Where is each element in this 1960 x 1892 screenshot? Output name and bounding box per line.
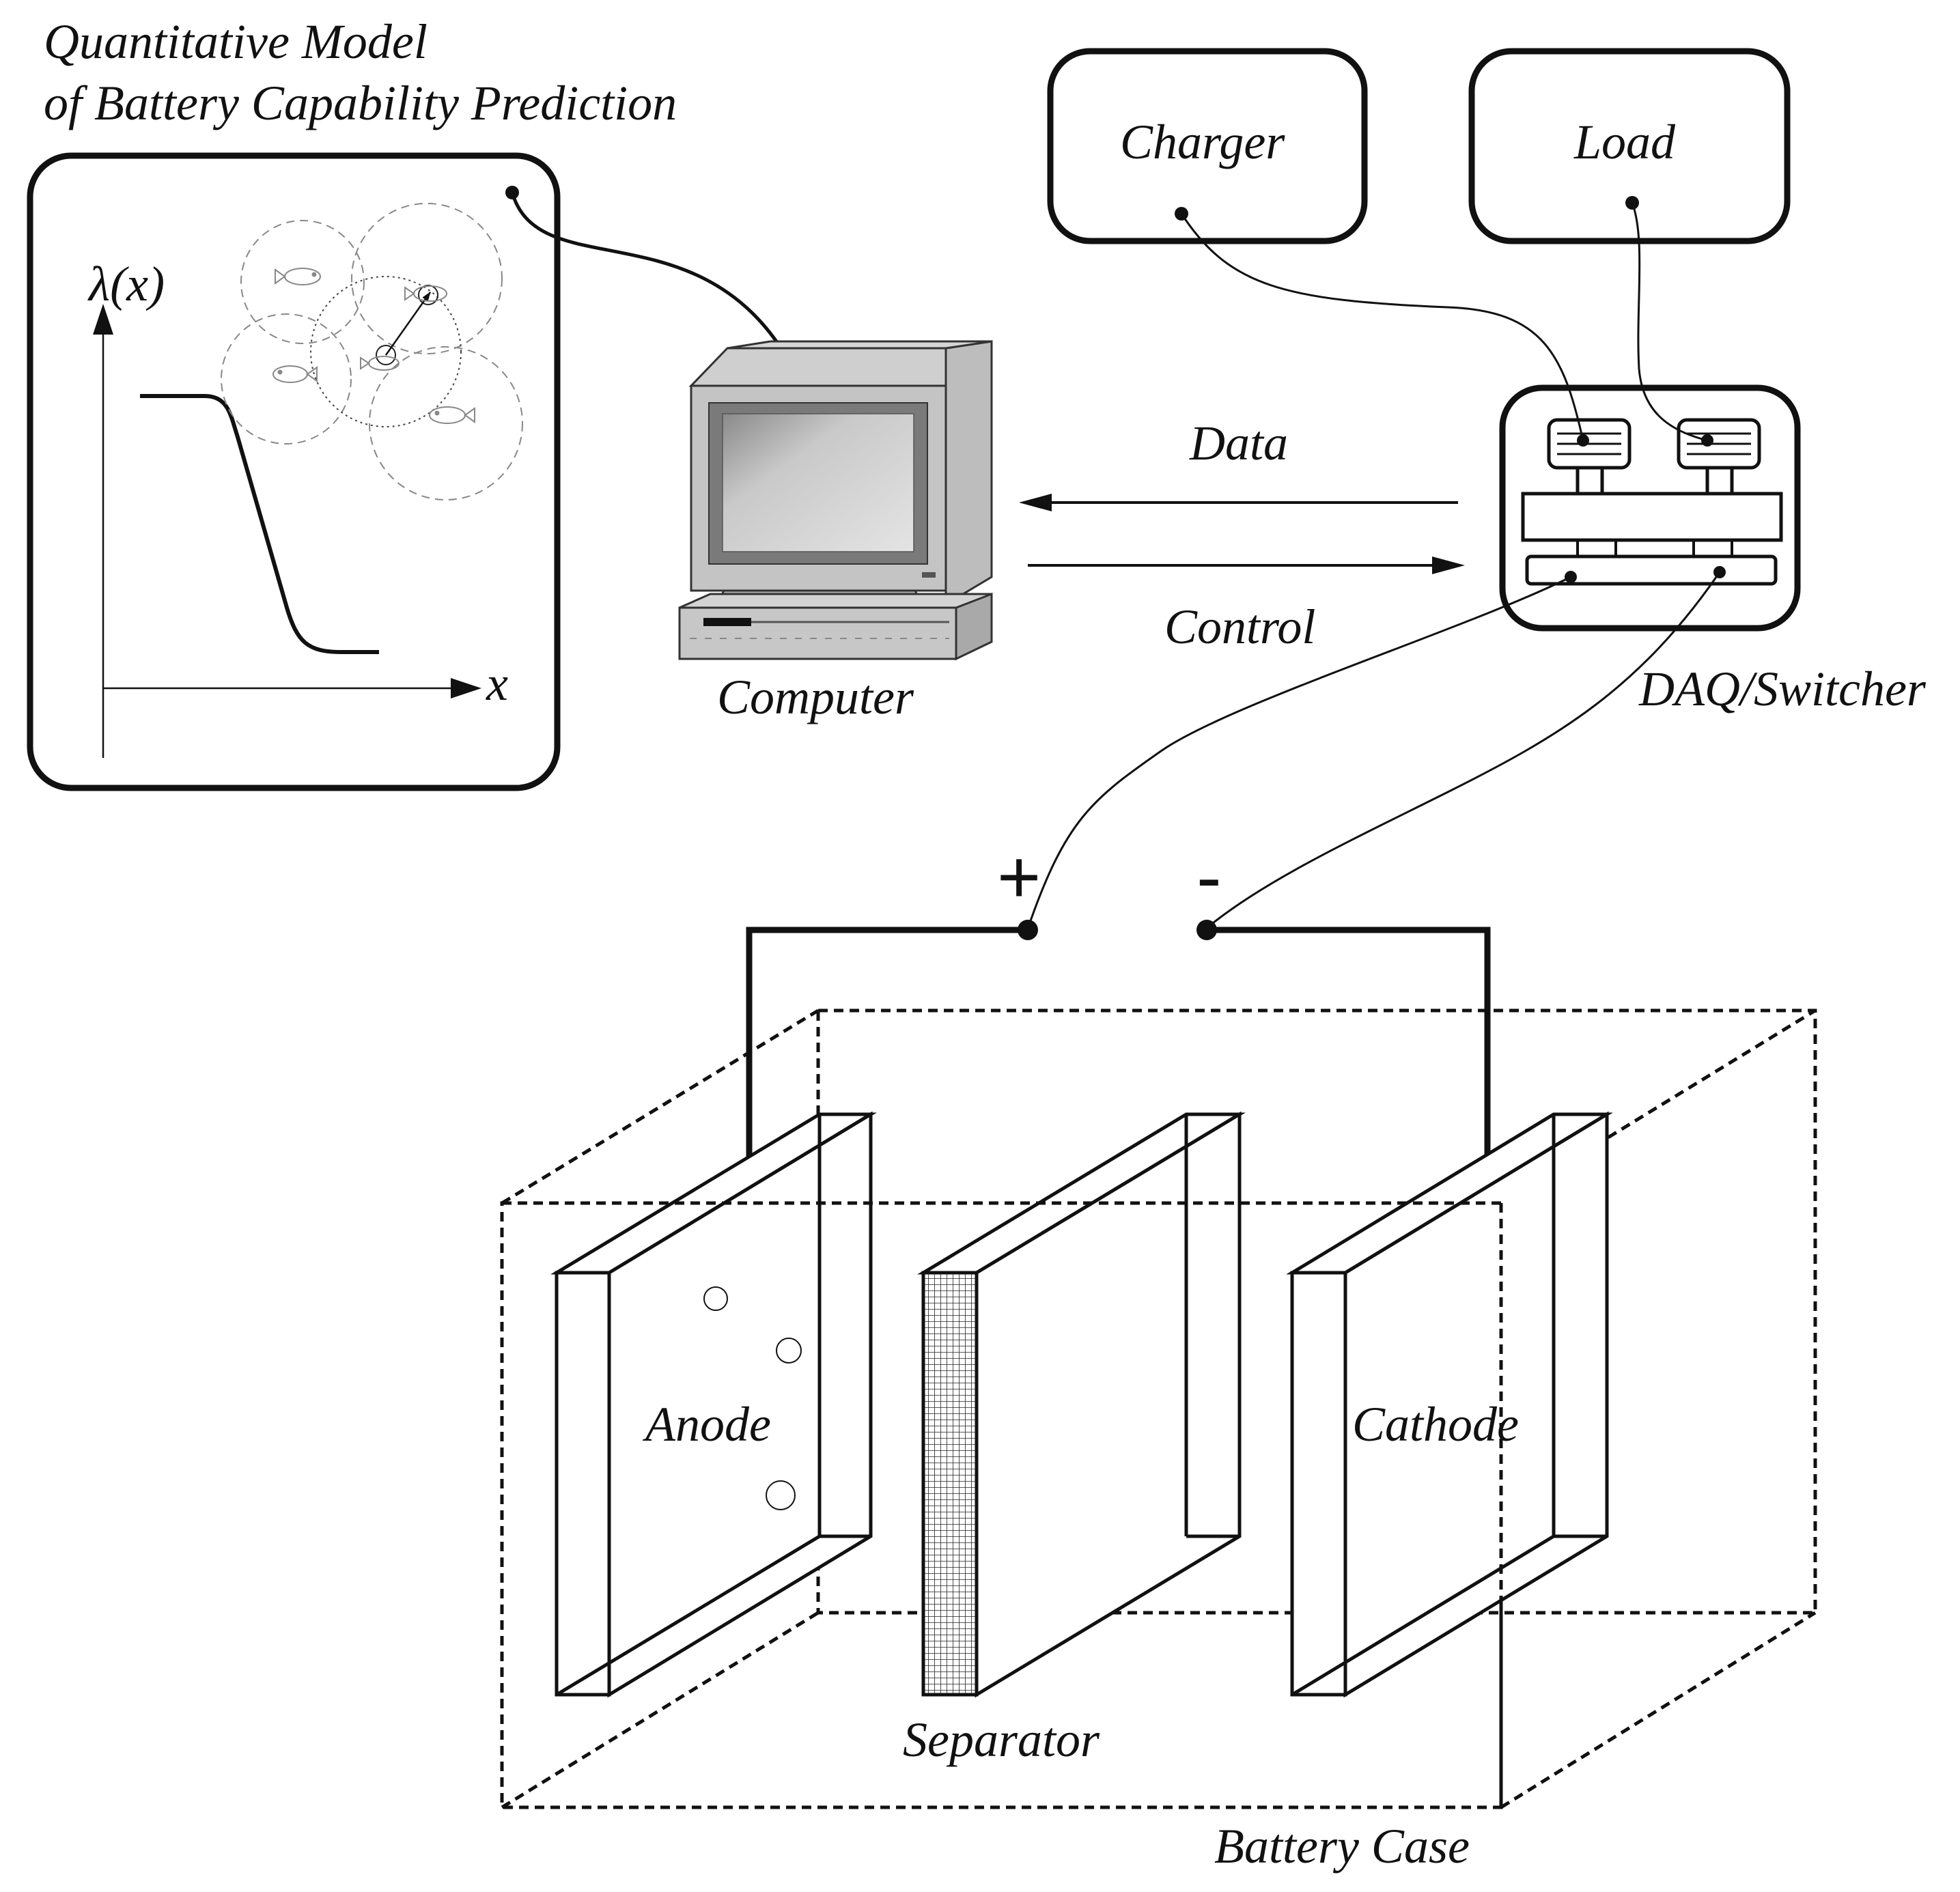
movement-arrow: [384, 292, 432, 356]
negative-sign: -: [1196, 835, 1222, 919]
fish-icon: [275, 268, 321, 285]
load-box: Load: [1468, 48, 1791, 244]
neighborhood-circle: [369, 346, 523, 500]
charger-cable: [1180, 213, 1584, 441]
lambda-graph: λ(x) x: [87, 257, 508, 758]
neighborhood-circle: [240, 220, 365, 344]
title-line-2: of Battery Capability Prediction: [44, 76, 677, 130]
battery-case-front-edges: [502, 1201, 1503, 1807]
lambda-curve: [140, 394, 379, 654]
charger-box: Charger: [1047, 48, 1368, 244]
anode-lead: [746, 927, 1028, 1174]
daq-switcher: DAQ/Switcher: [1499, 384, 1927, 716]
control-label: Control: [1164, 599, 1315, 654]
negative-cable: [1205, 571, 1721, 930]
daq-label: DAQ/Switcher: [1638, 662, 1927, 716]
current-position-marker: [376, 345, 396, 365]
x-axis-arrow: [451, 678, 481, 698]
x-axis-label: x: [486, 656, 508, 711]
separator-plate: [917, 1111, 1246, 1698]
separator-mesh: [921, 1271, 979, 1697]
target-position-marker: [418, 285, 438, 305]
fish-icon: [404, 285, 447, 302]
fish-swarm-illustration: [221, 203, 523, 500]
computer-icon: Computer: [678, 340, 993, 724]
load-cable: [1631, 202, 1708, 442]
positive-cable: [1026, 576, 1571, 929]
battery-case-label: Battery Case: [1214, 1819, 1470, 1874]
computer-screen: [722, 413, 914, 552]
fish-icon: [272, 365, 318, 383]
anode-label: Anode: [643, 1397, 771, 1452]
fish-icon: [429, 406, 475, 424]
model-to-computer-cable: [510, 192, 794, 368]
fish-icon: [360, 356, 400, 371]
model-panel-frame: [27, 152, 561, 791]
y-axis-label: λ(x): [87, 257, 165, 311]
cathode-label: Cathode: [1352, 1397, 1519, 1452]
positive-sign: +: [997, 835, 1041, 919]
data-arrow-head: [1019, 494, 1052, 511]
anode-plate: [550, 1111, 877, 1698]
computer-label: Computer: [717, 670, 914, 724]
data-label: Data: [1189, 416, 1288, 470]
model-panel: λ(x) x: [27, 152, 561, 791]
cathode-lead: [1207, 927, 1491, 1174]
y-axis-arrow: [93, 304, 113, 335]
load-label: Load: [1573, 115, 1676, 169]
separator-label: Separator: [903, 1712, 1100, 1767]
neighborhood-circle: [221, 313, 352, 444]
charger-label: Charger: [1120, 115, 1285, 169]
title-line-1: Quantitative Model: [44, 14, 428, 69]
cathode-plate: [1286, 1111, 1613, 1698]
neighborhood-circle: [351, 203, 503, 354]
search-radius-circle: [310, 276, 462, 427]
control-arrow-head: [1432, 556, 1465, 574]
